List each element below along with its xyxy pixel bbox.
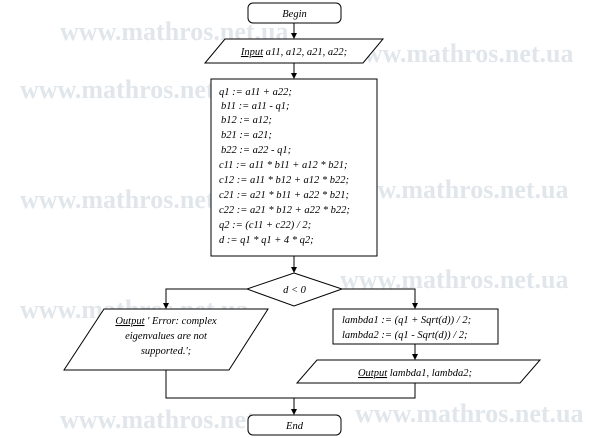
- edge-decision-no: [342, 288, 416, 304]
- error-output-line: supported.';: [141, 346, 191, 357]
- lambda-line: lambda1 := (q1 + Sqrt(d)) / 2;: [342, 315, 471, 326]
- arrowhead: [412, 303, 418, 309]
- arrowhead: [291, 33, 297, 39]
- process-line: b12 := a12;: [221, 115, 272, 126]
- input-label: Input a11, a12, a21, a22;: [240, 47, 347, 58]
- lambda-line: lambda2 := (q1 - Sqrt(d)) / 2;: [342, 330, 467, 341]
- decision-label: d < 0: [283, 285, 307, 296]
- process-line: c12 := a11 * b12 + a12 * b22;: [219, 175, 349, 186]
- process-shape: [210, 78, 378, 257]
- arrowhead: [163, 303, 169, 309]
- begin-shape: [247, 2, 342, 24]
- process-line: c21 := a21 * b11 + a22 * b21;: [219, 190, 349, 201]
- end-shape: [247, 414, 342, 436]
- process-line: q2 := (c11 + c22) / 2;: [219, 220, 311, 231]
- process-line: b21 := a21;: [221, 130, 272, 141]
- error-output-shape: [63, 308, 269, 371]
- process-line: q1 := a11 + a22;: [219, 87, 292, 98]
- error-output-keyword: Output: [115, 316, 145, 327]
- begin-label: Begin: [282, 9, 307, 20]
- watermark-text: www.mathros.net.ua: [20, 75, 248, 104]
- input-shape: [203, 38, 385, 64]
- process-node: q1 := a11 + a22; b11 := a11 - q1; b12 :=…: [210, 78, 378, 257]
- process-line: d := q1 * q1 + 4 * q2;: [219, 235, 314, 246]
- process-line: c22 := a21 * b12 + a22 * b22;: [219, 205, 350, 216]
- input-text: a11, a12, a21, a22;: [263, 47, 347, 58]
- arrowhead: [291, 409, 297, 415]
- result-output-label: Output lambda1, lambda2;: [358, 368, 472, 379]
- edge-decision-yes: [165, 288, 247, 304]
- arrowhead: [412, 354, 418, 360]
- process-line: b22 := a22 - q1;: [221, 145, 291, 156]
- watermark-text: www.mathros.net.ua: [20, 185, 248, 214]
- result-output-text: lambda1, lambda2;: [387, 368, 472, 379]
- arrowhead: [291, 73, 297, 79]
- lambda-node: lambda1 := (q1 + Sqrt(d)) / 2; lambda2 :…: [332, 308, 499, 345]
- end-node: End: [247, 414, 342, 436]
- input-node: Input a11, a12, a21, a22;: [203, 38, 385, 64]
- error-output-text: ' Error: complex: [145, 316, 217, 327]
- watermark-text: www.mathros.net.ua: [355, 399, 583, 428]
- watermark-text: www.mathros.net.ua: [340, 265, 568, 294]
- edge-output-merge: [294, 383, 416, 399]
- watermark-text: www.mathros.net.ua: [345, 39, 573, 68]
- process-line: b11 := a11 - q1;: [221, 101, 290, 112]
- end-label: End: [285, 421, 304, 432]
- input-keyword: Input: [240, 47, 264, 58]
- lambda-shape: [332, 308, 499, 345]
- edge-error-merge: [165, 370, 294, 399]
- result-output-node: Output lambda1, lambda2;: [295, 359, 542, 384]
- watermark-text: www.mathros.net.ua: [340, 175, 568, 204]
- error-output-line: eigenvalues are not: [125, 331, 208, 342]
- arrowhead: [291, 267, 297, 273]
- error-output-node: Output ' Error: complex eigenvalues are …: [63, 308, 269, 371]
- decision-shape: [245, 272, 344, 307]
- result-output-keyword: Output: [358, 368, 388, 379]
- decision-node: d < 0: [245, 272, 344, 307]
- process-line: c11 := a11 * b11 + a12 * b21;: [219, 160, 348, 171]
- begin-node: Begin: [247, 2, 342, 24]
- result-output-shape: [295, 359, 542, 384]
- error-output-line: Output ' Error: complex: [115, 316, 217, 327]
- connectors: [163, 23, 418, 415]
